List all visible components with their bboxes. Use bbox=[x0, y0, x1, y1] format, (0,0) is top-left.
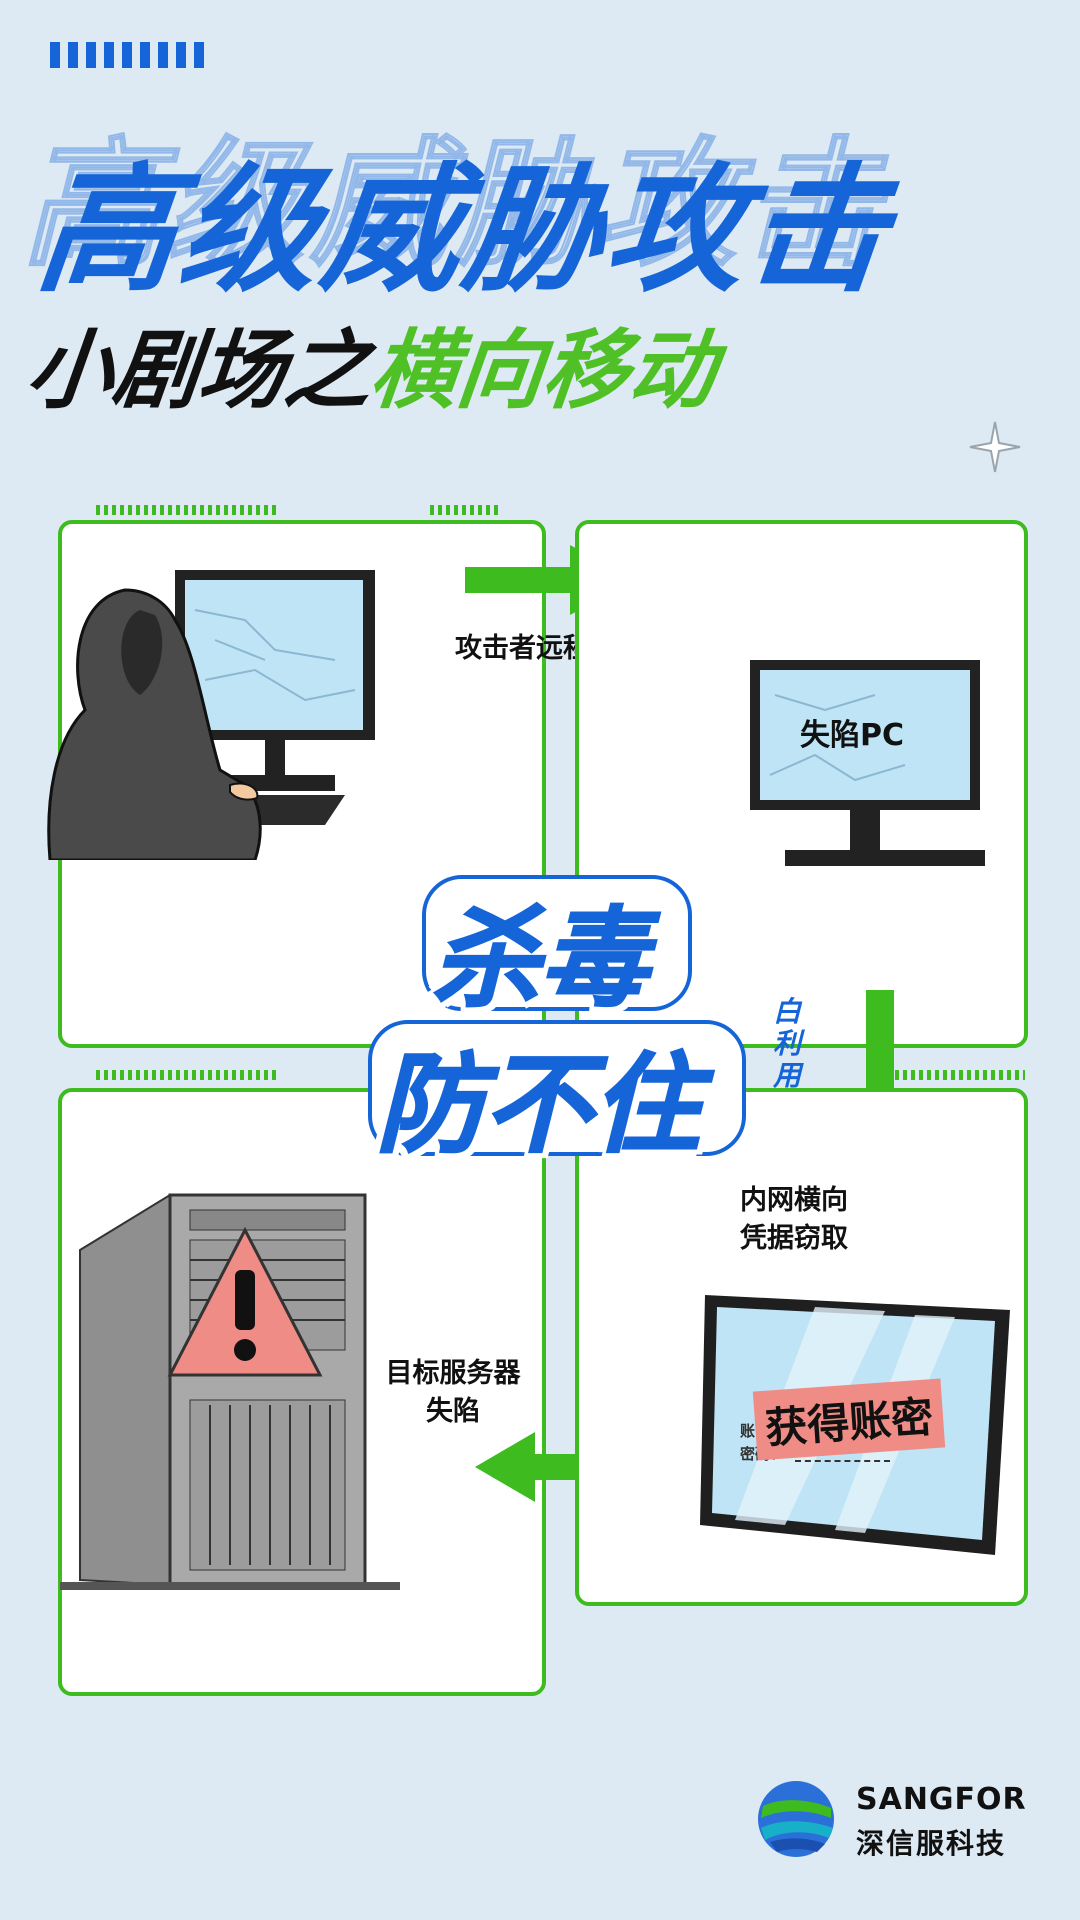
warning-icon bbox=[167, 1226, 323, 1377]
badge-line2: 防不住 bbox=[375, 1042, 701, 1169]
server-icon bbox=[60, 1193, 400, 1590]
sparkle-icon bbox=[969, 421, 1021, 473]
subtitle-black-part: 小剧场之 bbox=[21, 321, 377, 421]
badge-bg-bottom bbox=[368, 1020, 746, 1156]
header-dash-decoration bbox=[50, 42, 204, 68]
label-server-line1: 目标服务器 bbox=[385, 1358, 521, 1389]
monitor-icon bbox=[750, 660, 985, 866]
label-compromised-pc: 失陷PC bbox=[800, 718, 905, 753]
label-lateral-line1: 内网横向 bbox=[740, 1185, 848, 1216]
brand-cn-name: 深信服科技 bbox=[856, 1827, 1007, 1860]
label-server-line2: 失陷 bbox=[426, 1396, 480, 1427]
label-lateral-line2: 凭据窃取 bbox=[740, 1223, 848, 1254]
brand-name: SANGFOR bbox=[856, 1782, 1027, 1817]
panel-deco-bar bbox=[895, 1070, 1025, 1080]
panel-deco-bar bbox=[96, 505, 276, 515]
side-char: 利 bbox=[772, 1027, 801, 1060]
side-char: 白 bbox=[772, 995, 801, 1028]
badge-line1: 杀毒 bbox=[431, 896, 649, 1023]
page-title: 高级威胁攻击 bbox=[30, 150, 900, 311]
sangfor-logo-icon bbox=[758, 1781, 834, 1857]
badge-bg-top bbox=[422, 875, 692, 1011]
label-account-obtained: 获得账密 bbox=[752, 1378, 946, 1461]
subtitle-green-part: 横向移动 bbox=[365, 321, 721, 421]
password-underline bbox=[795, 1460, 890, 1462]
page-subtitle: 小剧场之横向移动 bbox=[21, 300, 722, 425]
side-label-whitelist-abuse: 白 利 用 bbox=[770, 996, 804, 1092]
panel-deco-bar bbox=[430, 505, 502, 515]
side-char: 用 bbox=[772, 1059, 801, 1092]
hacker-illustration bbox=[47, 570, 375, 860]
title-outline-shadow: 高级威胁攻击 bbox=[21, 123, 887, 286]
panel-deco-bar bbox=[96, 1070, 276, 1080]
